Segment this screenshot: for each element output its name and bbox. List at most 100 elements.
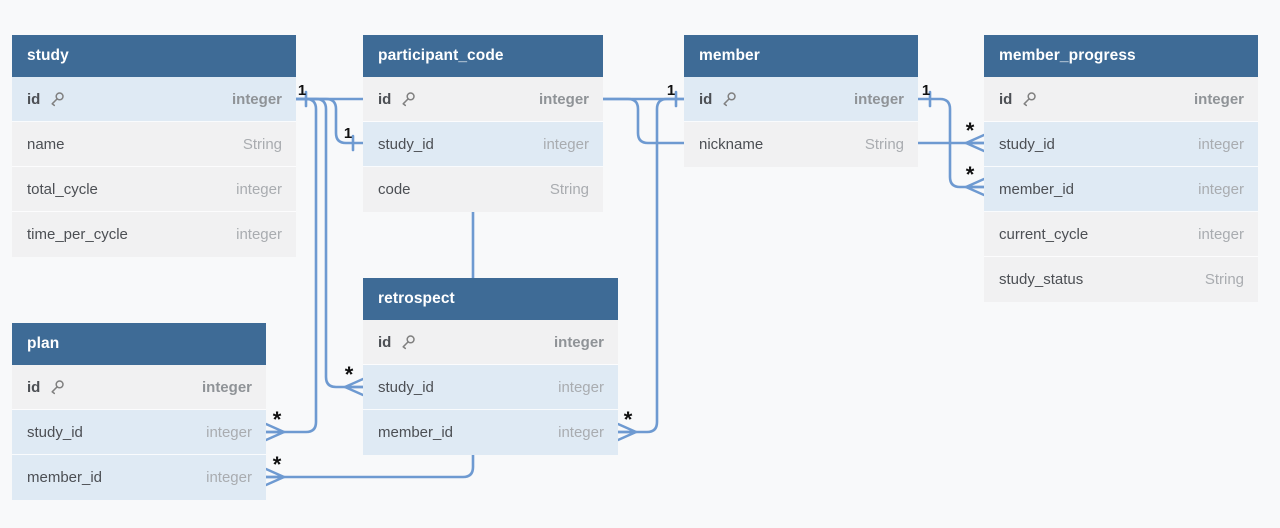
field-name: id bbox=[378, 333, 392, 351]
field-type: integer bbox=[236, 226, 282, 243]
field-type: integer bbox=[538, 90, 589, 108]
field-type: String bbox=[864, 136, 904, 153]
field-row-participant_code-code[interactable]: code String bbox=[363, 167, 603, 212]
field-type: integer bbox=[236, 180, 282, 198]
field-name-cell: member_id bbox=[27, 469, 102, 486]
field-name-cell: member_id bbox=[378, 424, 453, 441]
field-name: study_status bbox=[999, 271, 1084, 288]
field-type: integer bbox=[558, 424, 604, 441]
field-type: integer bbox=[206, 423, 252, 441]
field-name: id bbox=[699, 90, 713, 108]
crowfoot-many-marker bbox=[343, 377, 365, 397]
relationship-line-member.id-to-member_progress.member_id[interactable] bbox=[916, 97, 986, 189]
cardinality-label-retrospect.member_id: * bbox=[624, 407, 633, 432]
table-title: retrospect bbox=[378, 290, 455, 307]
cardinality-label-participant_code.study_id: 1 bbox=[344, 125, 352, 142]
primary-key-icon bbox=[723, 91, 737, 106]
cardinality-label-member_progress.member_id: * bbox=[966, 162, 975, 187]
field-name-cell: study_status bbox=[999, 271, 1083, 288]
field-type: integer bbox=[206, 469, 252, 486]
field-name: study_id bbox=[27, 423, 83, 441]
primary-key-icon bbox=[51, 91, 65, 106]
field-name-cell: study_id bbox=[378, 379, 434, 396]
table-member[interactable]: member id integer nickname String bbox=[684, 35, 918, 167]
cardinality-label-member.id-left: 1 bbox=[667, 82, 675, 99]
field-name-cell: study_id bbox=[27, 424, 83, 441]
table-header-member[interactable]: member bbox=[684, 35, 918, 77]
table-title: member_progress bbox=[999, 47, 1136, 64]
cardinality-label-study.id: 1 bbox=[298, 82, 306, 99]
field-name-cell: current_cycle bbox=[999, 226, 1088, 243]
field-row-plan-member_id[interactable]: member_id integer bbox=[12, 455, 266, 500]
field-name: nickname bbox=[699, 136, 764, 153]
field-name: total_cycle bbox=[27, 180, 98, 198]
field-name: study_id bbox=[378, 378, 434, 396]
field-row-member-id[interactable]: id integer bbox=[684, 77, 918, 122]
field-row-study-total_cycle[interactable]: total_cycle integer bbox=[12, 167, 296, 212]
field-name: current_cycle bbox=[999, 225, 1089, 243]
primary-key-icon bbox=[51, 379, 65, 394]
field-row-plan-id[interactable]: id integer bbox=[12, 365, 266, 410]
field-name-cell: id bbox=[27, 91, 65, 108]
field-name-cell: id bbox=[699, 91, 737, 108]
crowfoot-many-marker bbox=[964, 133, 986, 153]
field-name: name bbox=[27, 135, 65, 153]
primary-key-icon bbox=[1023, 91, 1037, 106]
table-title: member bbox=[699, 47, 760, 64]
field-name-cell: code bbox=[378, 181, 411, 198]
relationship-line-member.id-to-retrospect.member_id[interactable] bbox=[616, 97, 686, 434]
field-name-cell: id bbox=[378, 91, 416, 108]
field-row-member-nickname[interactable]: nickname String bbox=[684, 122, 918, 167]
field-name: member_id bbox=[999, 180, 1075, 198]
primary-key-icon bbox=[402, 91, 416, 106]
field-name: member_id bbox=[27, 469, 103, 486]
field-name: id bbox=[378, 90, 392, 108]
crowfoot-many-marker bbox=[264, 467, 286, 487]
field-type: integer bbox=[1198, 135, 1244, 153]
field-type: integer bbox=[1198, 225, 1244, 243]
field-name: member_id bbox=[378, 424, 454, 441]
field-type: String bbox=[549, 181, 589, 198]
field-name: id bbox=[999, 90, 1013, 108]
table-header-retrospect[interactable]: retrospect bbox=[363, 278, 618, 320]
field-name-cell: id bbox=[378, 334, 416, 351]
field-row-member_progress-current_cycle[interactable]: current_cycle integer bbox=[984, 212, 1258, 257]
field-name-cell: nickname bbox=[699, 136, 763, 153]
cardinality-label-retrospect.study_id: * bbox=[345, 362, 354, 387]
cardinality-label-plan.member_id: * bbox=[273, 452, 282, 477]
cardinality-label-member_progress.study_id: * bbox=[966, 118, 975, 143]
field-name: id bbox=[27, 378, 41, 396]
field-type: integer bbox=[558, 378, 604, 396]
field-name: id bbox=[27, 90, 41, 108]
field-row-participant_code-id[interactable]: id integer bbox=[363, 77, 603, 122]
table-header-participant_code[interactable]: participant_code bbox=[363, 35, 603, 77]
table-header-study[interactable]: study bbox=[12, 35, 296, 77]
field-type: integer bbox=[201, 378, 252, 396]
table-title: participant_code bbox=[378, 47, 504, 64]
table-header-plan[interactable]: plan bbox=[12, 323, 266, 365]
field-row-plan-study_id[interactable]: study_id integer bbox=[12, 410, 266, 455]
field-type: integer bbox=[853, 90, 904, 108]
field-name: study_id bbox=[378, 135, 434, 153]
field-row-retrospect-study_id[interactable]: study_id integer bbox=[363, 365, 618, 410]
table-header-member_progress[interactable]: member_progress bbox=[984, 35, 1258, 77]
field-row-retrospect-member_id[interactable]: member_id integer bbox=[363, 410, 618, 455]
field-name-cell: total_cycle bbox=[27, 181, 98, 198]
field-name-cell: id bbox=[999, 91, 1037, 108]
crowfoot-many-marker bbox=[264, 422, 286, 442]
